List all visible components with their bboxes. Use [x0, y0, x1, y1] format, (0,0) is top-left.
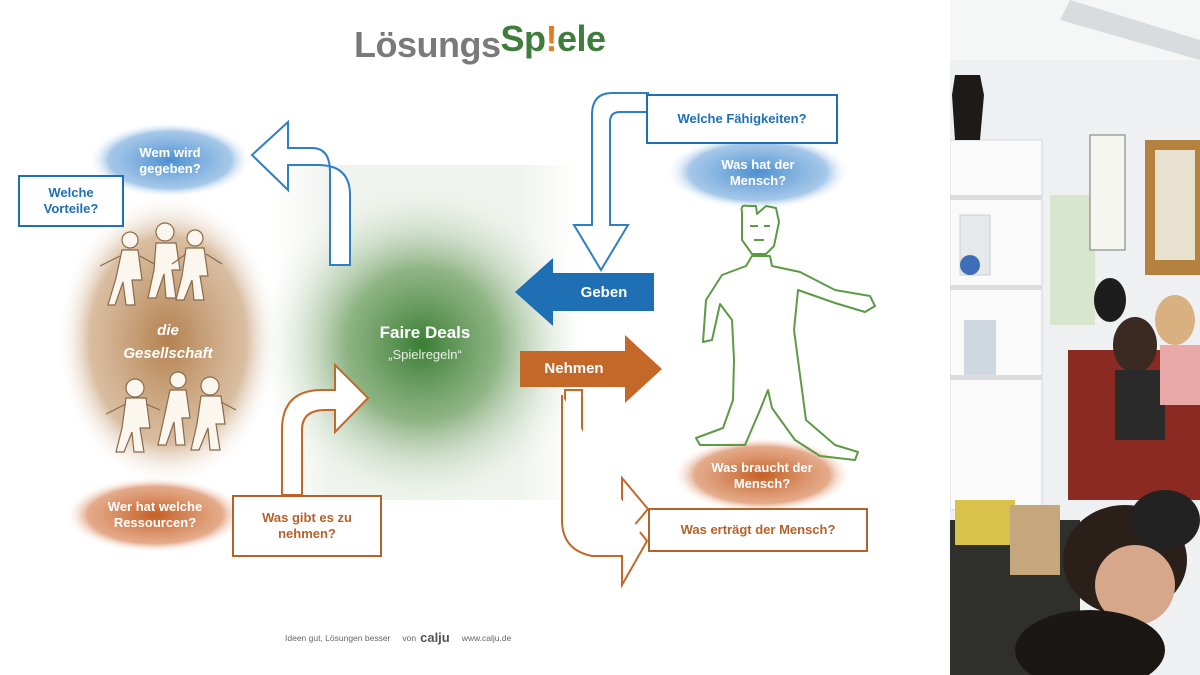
photo-illustration	[950, 0, 1200, 675]
question-wem-wird-gegeben: Wem wird gegeben?	[139, 144, 201, 176]
diagram-slide: LösungsSp!ele	[18, 18, 876, 645]
footer-url: www.calju.de	[461, 632, 512, 643]
logo-text-2: Sp	[500, 18, 547, 59]
logo: LösungsSp!ele	[354, 18, 606, 66]
center-title: Faire Deals	[379, 323, 471, 342]
person-sketch-figure	[695, 204, 876, 461]
nehmen-label: Nehmen	[544, 360, 604, 377]
footer-von: von	[402, 632, 417, 643]
arrow-icon-left-blue	[250, 119, 351, 266]
arrow-icon-right-blue-down	[572, 92, 649, 272]
logo-text-1: Lösungs	[354, 24, 501, 65]
diagram-graphics	[56, 92, 876, 589]
ellipse-was-braucht-der-mensch	[672, 437, 852, 513]
gesellschaft-label-1: die	[157, 322, 179, 339]
photo-audience	[950, 0, 1200, 675]
geben-label: Geben	[580, 284, 628, 301]
box-was-gibt-es-zu-nehmen: Was gibt es zu nehmen?	[232, 495, 382, 557]
ellipse-was-hat-der-mensch	[666, 134, 850, 210]
footer: Ideen gut, Lösungen besser von calju www…	[285, 630, 665, 645]
footer-slogan: Ideen gut, Lösungen besser	[285, 632, 391, 643]
ellipse-wem-wird-gegeben	[88, 122, 252, 198]
box-welche-faehigkeiten: Welche Fähigkeiten?	[646, 94, 838, 144]
geben-arrow	[515, 258, 654, 326]
ellipse-wer-hat-ressourcen	[65, 477, 245, 553]
box-welche-vorteile: Welche Vorteile?	[18, 175, 124, 227]
logo-exclamation: !	[545, 18, 558, 59]
footer-brand: calju	[420, 630, 450, 645]
center-subtitle: „Spielregeln“	[388, 347, 462, 362]
logo-text-3: ele	[557, 18, 606, 59]
people-group-figure-lower	[105, 371, 237, 453]
box-was-ertraegt-der-mensch: Was erträgt der Mensch?	[648, 508, 868, 552]
question-wer-hat-ressourcen: Wer hat welche Ressourcen?	[107, 498, 203, 530]
gesellschaft-label-2: Gesellschaft	[123, 345, 213, 362]
arrow-icon-right-orange-2	[561, 395, 649, 589]
question-was-hat-der-mensch: Was hat der Mensch?	[721, 156, 795, 188]
arrow-icon-left-orange	[281, 362, 370, 496]
people-group-figure-upper	[99, 222, 223, 306]
nehmen-arrow	[520, 335, 662, 403]
question-was-braucht-der-mensch: Was braucht der Mensch?	[711, 459, 813, 491]
